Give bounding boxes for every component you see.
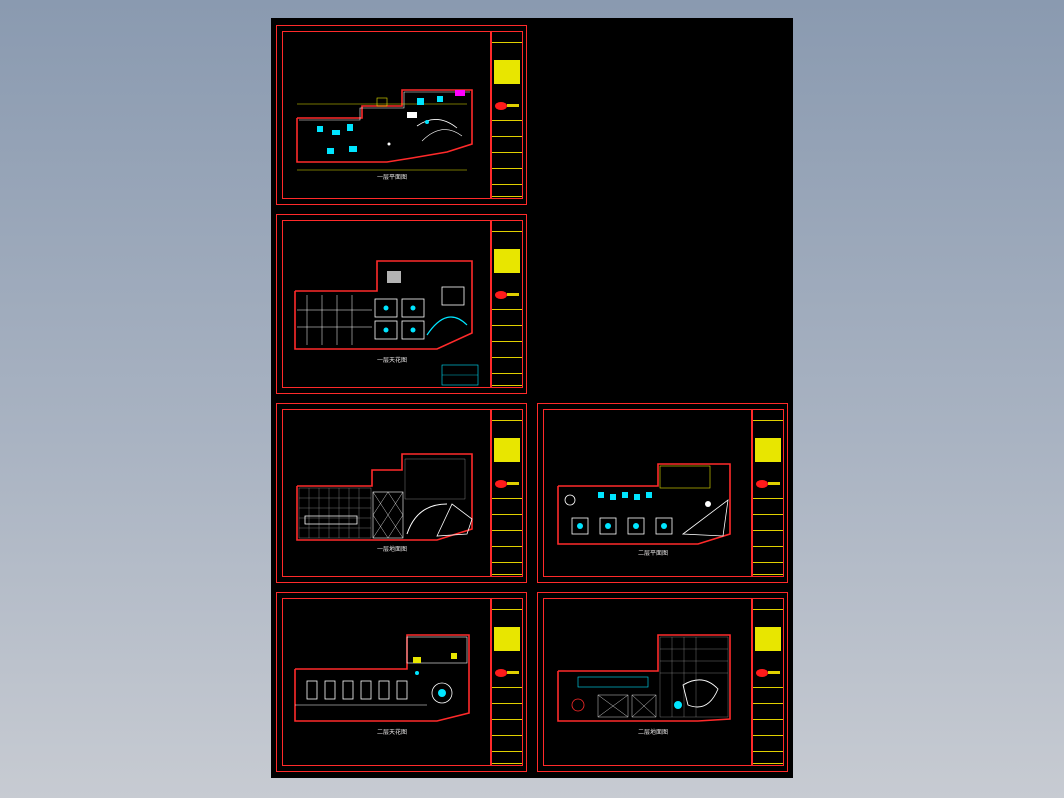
second-floor-ceiling-drawing — [294, 634, 470, 722]
drawing-frame — [282, 220, 491, 388]
drawing-canvas[interactable]: 一层平面图 — [271, 18, 793, 778]
title-block — [491, 31, 523, 199]
drawing-frame — [282, 409, 491, 577]
drawing-sheet-3[interactable]: 一层地面图 — [276, 403, 527, 583]
floor-plan-drawing — [296, 89, 473, 171]
sheet-caption: 二层地面图 — [638, 729, 669, 736]
ceiling-plan-drawing — [294, 260, 479, 386]
drawing-sheet-6[interactable]: 二层地面图 — [537, 592, 788, 772]
floor-finish-drawing — [296, 453, 473, 541]
title-block — [491, 220, 523, 388]
sheet-caption: 一层天花图 — [377, 357, 408, 364]
drawing-sheet-1[interactable]: 一层平面图 — [276, 25, 527, 205]
second-floor-plan-drawing — [557, 463, 731, 545]
sheet-caption: 一层平面图 — [377, 174, 408, 181]
second-floor-finish-drawing — [557, 634, 731, 722]
title-block — [752, 409, 784, 577]
sheet-caption: 二层天花图 — [377, 729, 408, 736]
drawing-frame — [282, 598, 491, 766]
drawing-sheet-5[interactable]: 二层天花图 — [276, 592, 527, 772]
drawing-frame — [543, 409, 752, 577]
sheet-caption: 一层地面图 — [377, 546, 408, 553]
title-block — [752, 598, 784, 766]
drawing-sheet-4[interactable]: 二层平面图 — [537, 403, 788, 583]
title-block — [491, 409, 523, 577]
drawing-frame — [282, 31, 491, 199]
title-block — [491, 598, 523, 766]
drawing-frame — [543, 598, 752, 766]
drawing-sheet-2[interactable]: 一层天花图 — [276, 214, 527, 394]
sheet-caption: 二层平面图 — [638, 550, 669, 557]
